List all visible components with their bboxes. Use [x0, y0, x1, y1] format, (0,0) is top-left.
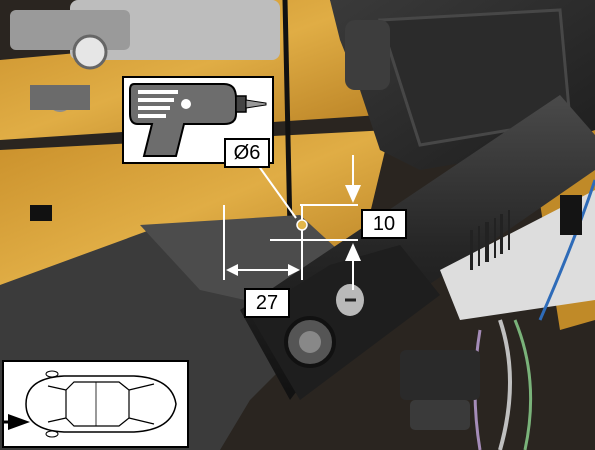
module-connector: [345, 20, 390, 90]
connector-lower: [410, 400, 470, 430]
wiring-label: [440, 190, 595, 320]
hose-clamp: [30, 85, 90, 110]
engine-casing: [10, 10, 130, 50]
chassis-slot: [30, 205, 52, 221]
arrow-left-head: [226, 264, 238, 276]
dimension-overlay: [223, 155, 361, 290]
drill-point: [296, 219, 308, 231]
wire-left: [282, 0, 293, 231]
connector-right: [560, 195, 582, 235]
drill-icon: [129, 83, 267, 157]
horizontal-offset-label: 27: [244, 288, 290, 318]
car-top-view-icon: [4, 370, 177, 438]
leader-line: [257, 164, 297, 219]
car-location-inset: [2, 360, 189, 448]
vertical-offset-label: 10: [361, 209, 407, 239]
mounting-bolt-center: [299, 331, 321, 353]
wire-green: [513, 319, 533, 450]
arrow-down-head: [345, 185, 361, 203]
hose-lower: [400, 350, 480, 400]
cap-bolt: [72, 34, 108, 70]
wire-blue: [538, 179, 595, 321]
arrow-up-head: [345, 243, 361, 261]
wire-grey: [498, 319, 512, 450]
hole-diameter-label: Ø6: [224, 138, 270, 168]
barcode: [470, 210, 510, 270]
arrow-right-icon: [8, 414, 30, 430]
drill-icon-box: [122, 76, 274, 164]
arrow-right-head: [288, 264, 300, 276]
